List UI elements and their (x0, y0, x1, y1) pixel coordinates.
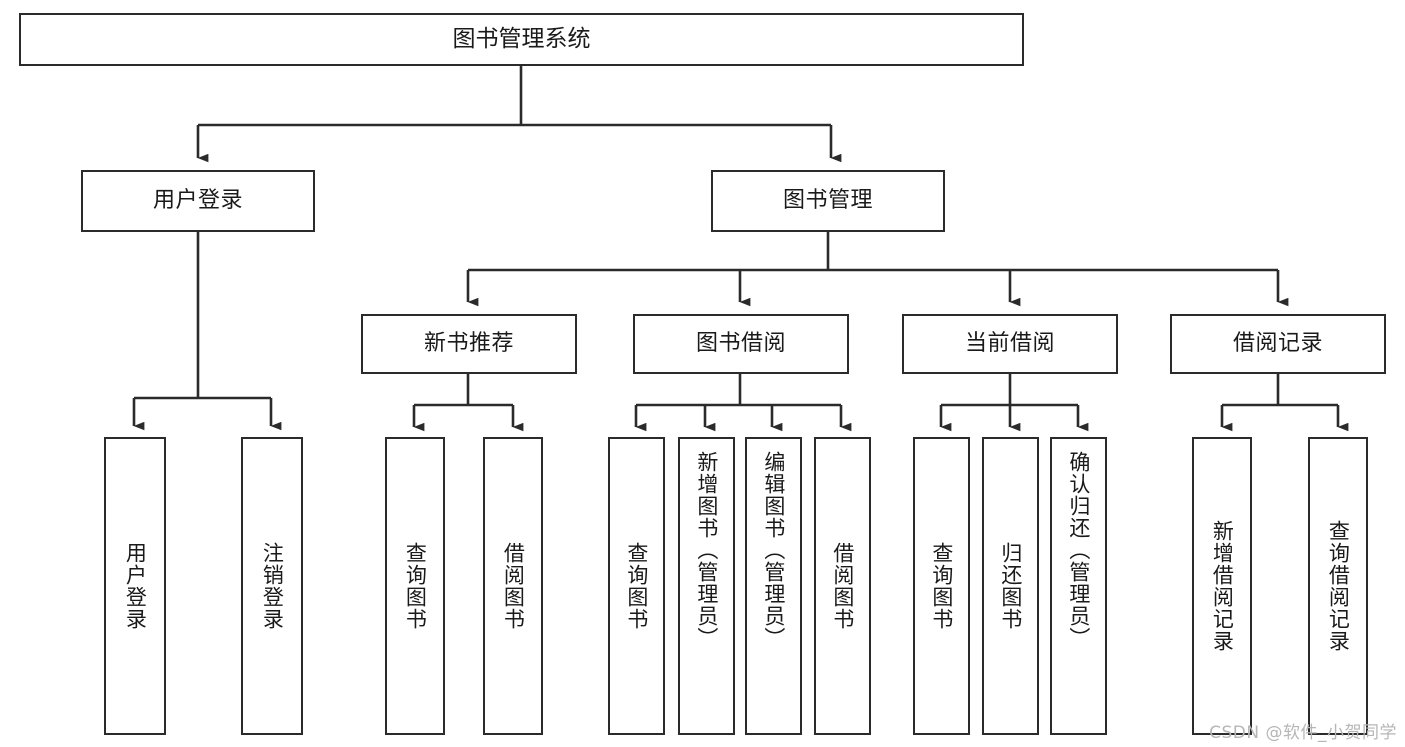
leaf-confirm-return-admin[interactable]: 确认归还（管理员） (1050, 437, 1107, 735)
node-new-book-recommend[interactable]: 新书推荐 (361, 314, 577, 374)
leaf-add-book-admin[interactable]: 新增图书（管理员） (678, 437, 735, 735)
leaf-query-book-current[interactable]: 查询图书 (913, 437, 970, 735)
leaf-user-login[interactable]: 用户登录 (104, 437, 166, 735)
leaf-return-book[interactable]: 归还图书 (982, 437, 1039, 735)
node-current-borrow[interactable]: 当前借阅 (902, 314, 1118, 374)
leaf-borrow-book-recommend[interactable]: 借阅图书 (483, 437, 543, 735)
node-root-system[interactable]: 图书管理系统 (19, 13, 1024, 66)
node-user-login[interactable]: 用户登录 (81, 170, 315, 232)
node-borrow-record[interactable]: 借阅记录 (1170, 314, 1386, 374)
leaf-borrow-book[interactable]: 借阅图书 (814, 437, 871, 735)
leaf-query-book-borrow[interactable]: 查询图书 (608, 437, 665, 735)
node-book-borrow[interactable]: 图书借阅 (633, 314, 849, 374)
leaf-add-borrow-record[interactable]: 新增借阅记录 (1192, 437, 1252, 735)
leaf-query-borrow-record[interactable]: 查询借阅记录 (1308, 437, 1368, 735)
node-book-management[interactable]: 图书管理 (711, 170, 945, 232)
leaf-logout-login[interactable]: 注销登录 (241, 437, 303, 735)
csdn-watermark: CSDN @软件_小贺同学 (1209, 723, 1397, 743)
leaf-edit-book-admin[interactable]: 编辑图书（管理员） (745, 437, 802, 735)
leaf-query-book-recommend[interactable]: 查询图书 (385, 437, 445, 735)
